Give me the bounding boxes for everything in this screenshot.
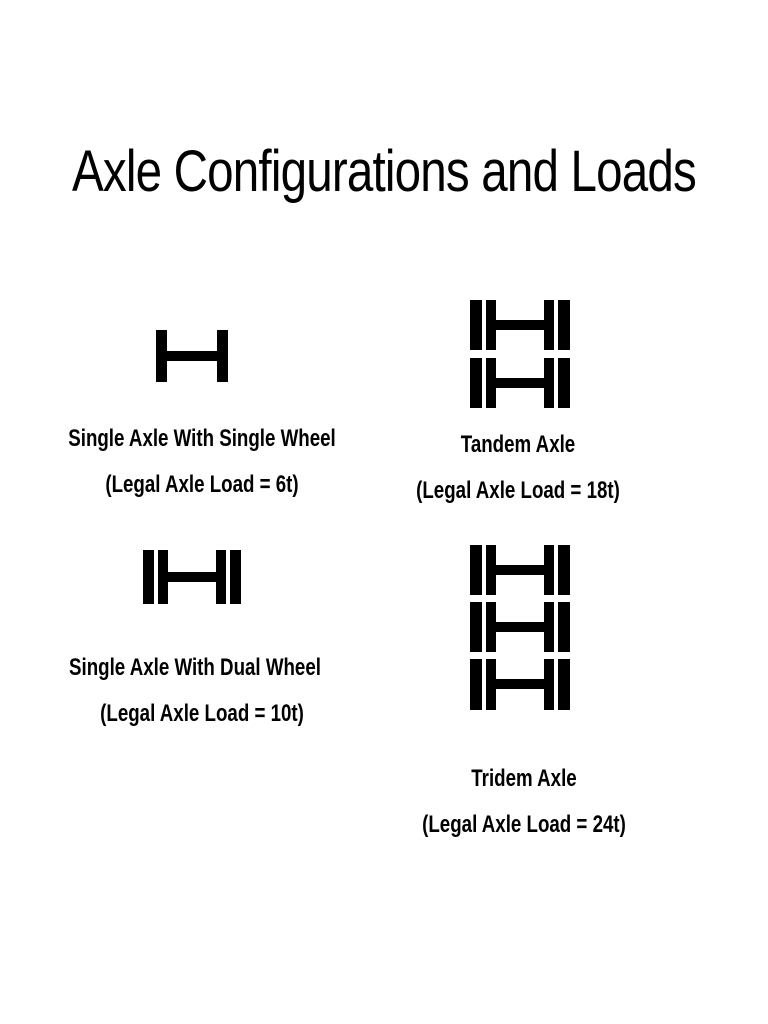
caption-single-axle-dual-wheel: Single Axle With Dual Wheel (Legal Axle … bbox=[43, 653, 347, 729]
single-axle-dual-wheel-icon bbox=[143, 550, 241, 604]
config-load: (Legal Axle Load = 24t) bbox=[422, 811, 626, 838]
axle-unit-3 bbox=[470, 659, 570, 710]
caption-tridem-axle: Tridem Axle (Legal Axle Load = 24t) bbox=[399, 764, 649, 840]
tridem-axle-icon bbox=[470, 545, 570, 710]
config-name: Tridem Axle bbox=[471, 765, 577, 792]
config-load: (Legal Axle Load = 18t) bbox=[416, 477, 620, 504]
config-name: Tandem Axle bbox=[460, 431, 576, 458]
axle-unit-1 bbox=[470, 545, 570, 595]
tandem-axle-icon bbox=[470, 300, 570, 408]
caption-single-axle-single-wheel: Single Axle With Single Wheel (Legal Axl… bbox=[44, 424, 359, 500]
config-name: Single Axle With Dual Wheel bbox=[69, 654, 321, 681]
page-title: Axle Configurations and Loads bbox=[72, 139, 697, 204]
config-load: (Legal Axle Load = 6t) bbox=[105, 471, 299, 498]
axle-unit-2 bbox=[470, 602, 570, 652]
axle-unit-1 bbox=[470, 300, 570, 350]
config-load: (Legal Axle Load = 10t) bbox=[100, 700, 304, 727]
axle-unit-2 bbox=[470, 358, 570, 408]
config-name: Single Axle With Single Wheel bbox=[68, 425, 336, 452]
caption-tandem-axle: Tandem Axle (Legal Axle Load = 18t) bbox=[395, 430, 641, 506]
single-axle-single-wheel-icon bbox=[156, 330, 228, 382]
